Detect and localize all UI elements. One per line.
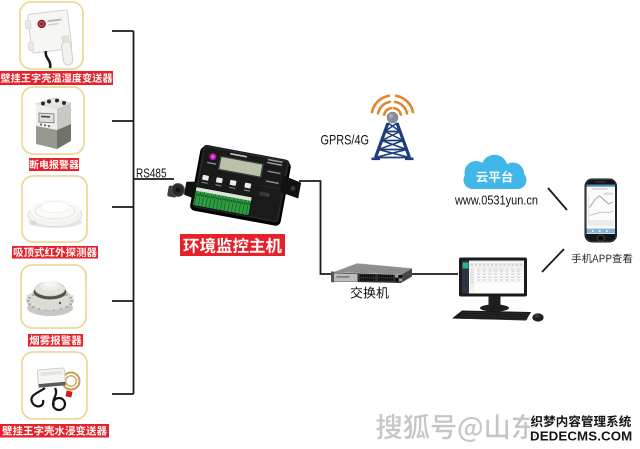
svg-text:GPRS/4G: GPRS/4G (321, 133, 370, 148)
svg-text:RS485: RS485 (136, 167, 167, 181)
svg-text:DEDECMS.COM: DEDECMS.COM (530, 429, 632, 444)
svg-text:www.0531yun.cn: www.0531yun.cn (454, 193, 538, 208)
